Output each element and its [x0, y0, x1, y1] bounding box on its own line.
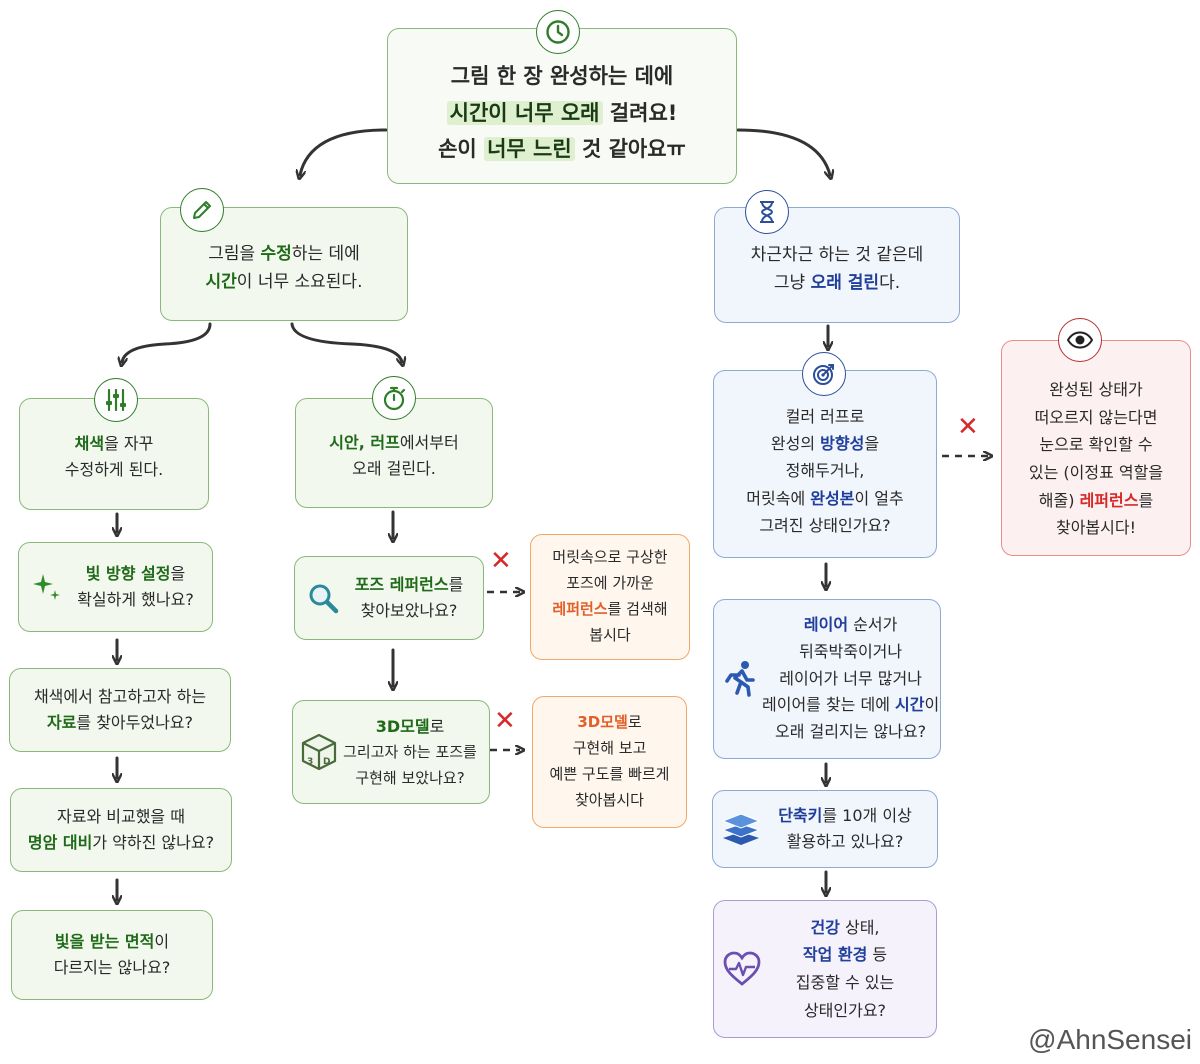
lit-area-box: 빛을 받는 면적이 다르지는 않나요? — [11, 910, 213, 1000]
x-mark-pose: ✕ — [490, 546, 512, 576]
reference-tip-box: 완성된 상태가 떠오르지 않는다면 눈으로 확인할 수 있는 (이정표 역할을 … — [1001, 340, 1191, 556]
root-line-1: 그림 한 장 완성하는 데에 — [450, 63, 674, 88]
direction-box: 컬러 러프로 완성의 방향성을 정해두거나, 머릿속에 완성본이 얼추 그려진 … — [713, 370, 937, 558]
contrast-box: 자료와 비교했을 때 명암 대비가 약하진 않나요? — [10, 788, 232, 872]
root-question-box: 그림 한 장 완성하는 데에 시간이 너무 오래 걸려요! 손이 너무 느린 것… — [387, 28, 737, 184]
health-environment-box: 건강 상태, 작업 환경 등 집중할 수 있는 상태인가요? — [713, 900, 937, 1038]
3d-model-tip-box: 3D모델로 구현해 보고 예쁜 구도를 빠르게 찾아봅시다 — [532, 696, 687, 828]
heart-pulse-icon — [720, 947, 764, 991]
arrow-root-to-left — [300, 128, 388, 175]
pose-reference-tip-box: 머릿속으로 구상한 포즈에 가까운 레퍼런스를 검색해 봅시다 — [530, 534, 690, 660]
arrow-leftmain-to-rough — [290, 322, 402, 362]
layer-order-box: 레이어 순서가 뒤죽박죽이거나 레이어가 너무 많거나 레이어를 찾는 데에 시… — [713, 599, 941, 759]
reference-material-box: 채색에서 참고하고자 하는 자료를 찾아두었나요? — [9, 668, 231, 752]
target-icon — [802, 352, 846, 396]
layers-stack-icon — [719, 807, 763, 851]
pose-reference-box: 포즈 레퍼런스를 찾아보았나요? — [294, 556, 484, 640]
x-mark-direction: ✕ — [957, 412, 979, 442]
root-highlight-time: 시간이 너무 오래 — [446, 100, 603, 125]
arrow-root-to-right — [736, 128, 830, 175]
root-highlight-slow: 너무 느린 — [484, 137, 575, 162]
running-person-icon — [718, 657, 762, 701]
pencil-icon — [180, 188, 224, 232]
shortcut-box: 단축키를 10개 이상 활용하고 있나요? — [712, 790, 938, 868]
arrow-leftmain-to-color — [122, 322, 212, 362]
right-main-line-1: 차근차근 하는 것 같은데 — [750, 244, 924, 265]
svg-text:D: D — [323, 757, 330, 767]
svg-text:3: 3 — [307, 757, 313, 767]
stopwatch-icon — [372, 376, 416, 420]
sparkle-icon — [25, 565, 69, 609]
sliders-icon — [94, 378, 138, 422]
eye-icon — [1058, 318, 1102, 362]
clock-icon — [536, 10, 580, 54]
x-mark-model: ✕ — [494, 706, 516, 736]
hourglass-icon — [745, 190, 789, 234]
author-credit: @AhnSensei — [1028, 1024, 1192, 1055]
light-direction-box: 빛 방향 설정을 확실하게 했나요? — [18, 542, 213, 632]
search-icon — [301, 576, 345, 620]
